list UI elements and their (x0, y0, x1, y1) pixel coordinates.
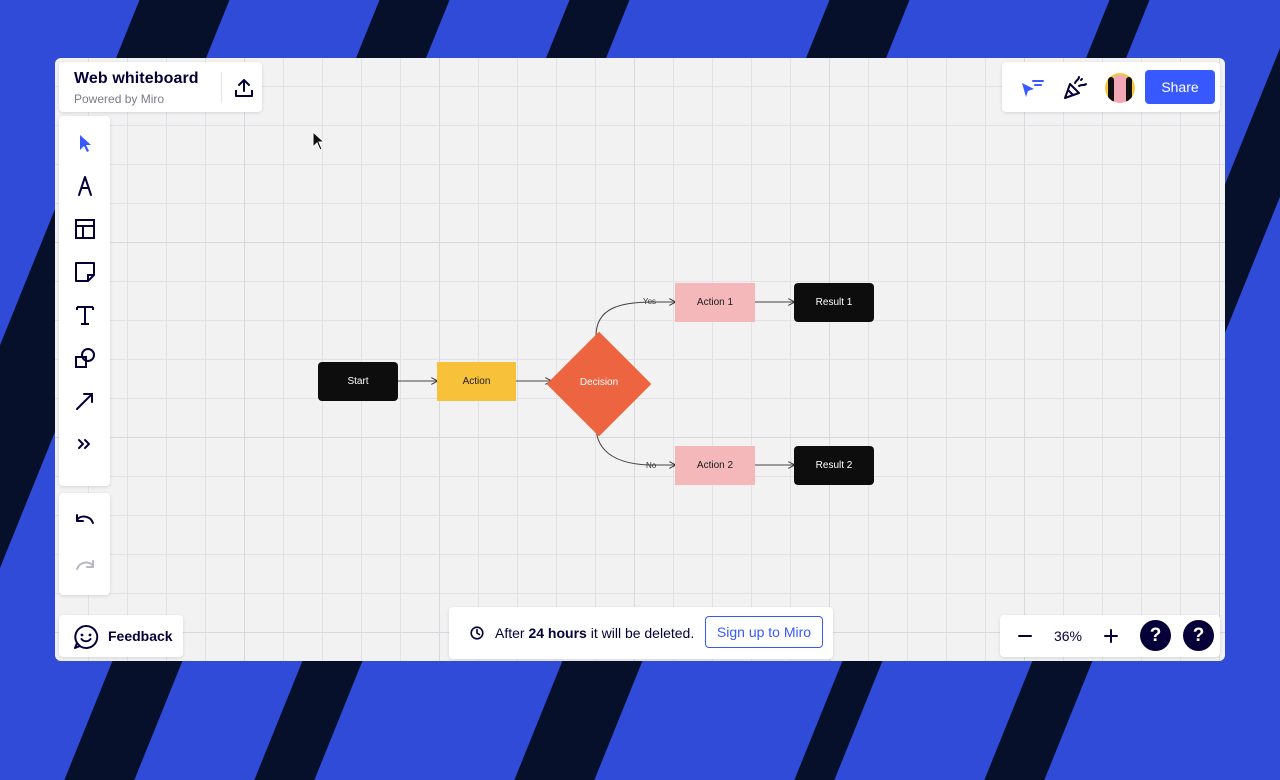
powered-by-label: Powered by Miro (74, 92, 165, 106)
celebrate-button[interactable] (1058, 71, 1092, 105)
flow-node-action-2[interactable]: Action 2 (675, 446, 755, 485)
minus-icon (1018, 635, 1032, 637)
board-title-panel: Web whiteboard Powered by Miro (59, 62, 262, 112)
flow-node-decision[interactable]: Decision (546, 331, 652, 437)
template-layout-icon (75, 219, 95, 239)
tool-more-button[interactable] (67, 426, 103, 462)
tool-shapes-button[interactable] (67, 340, 103, 376)
sticky-note-icon (75, 262, 95, 282)
party-popper-icon (1064, 76, 1087, 99)
feedback-button[interactable]: Feedback (59, 615, 183, 657)
decision-label: Decision (579, 377, 619, 388)
flow-node-action-1[interactable]: Action 1 (675, 283, 755, 322)
avatar-face (1111, 75, 1129, 103)
flow-node-action[interactable]: Action (437, 362, 516, 401)
history-panel (59, 493, 110, 595)
cursor-arrow-icon (80, 135, 91, 152)
flow-node-result-1[interactable]: Result 1 (794, 283, 874, 322)
redo-icon (76, 560, 94, 570)
tool-sticky-note-button[interactable] (67, 254, 103, 290)
user-avatar[interactable] (1105, 73, 1135, 103)
shapes-icon (75, 348, 95, 368)
double-chevron-right-icon (78, 439, 90, 449)
redo-button[interactable] (67, 549, 103, 585)
cursor-filter-icon (1022, 80, 1044, 97)
tool-select-button[interactable] (67, 125, 103, 161)
top-right-panel: Share (1002, 62, 1220, 112)
board-title[interactable]: Web whiteboard (74, 70, 199, 87)
tool-pen-button[interactable] (67, 168, 103, 204)
mouse-pointer-icon (312, 131, 326, 151)
plus-icon (1104, 629, 1118, 643)
share-button[interactable]: Share (1145, 70, 1215, 104)
connector-decision-yes (595, 302, 675, 337)
avatar-hair (1126, 77, 1132, 103)
smiley-chat-icon (74, 624, 99, 649)
avatar-hair (1108, 77, 1114, 103)
tool-arrow-button[interactable] (67, 383, 103, 419)
flow-node-result-2[interactable]: Result 2 (794, 446, 874, 485)
pen-icon (78, 176, 92, 196)
expiry-notice: After 24 hours it will be deleted. Sign … (449, 607, 833, 659)
export-button[interactable] (227, 72, 261, 104)
text-icon (76, 306, 94, 325)
connector-decision-no (595, 425, 675, 465)
clock-icon (470, 626, 484, 640)
divider (221, 72, 222, 102)
zoom-panel: 36% ? ? (1000, 615, 1220, 657)
flowchart-connectors (398, 58, 1225, 661)
sign-up-button[interactable]: Sign up to Miro (705, 616, 823, 648)
follow-cursor-button[interactable] (1015, 71, 1049, 105)
undo-button[interactable] (67, 503, 103, 539)
zoom-out-button[interactable] (1008, 619, 1042, 653)
zoom-in-button[interactable] (1094, 619, 1128, 653)
undo-icon (76, 514, 94, 524)
edge-label-no: No (646, 461, 657, 470)
flow-node-start[interactable]: Start (318, 362, 398, 401)
feedback-label: Feedback (108, 628, 173, 644)
zoom-level[interactable]: 36% (1053, 628, 1083, 644)
help-button[interactable]: ? (1140, 620, 1171, 651)
arrow-line-icon (76, 393, 93, 410)
upload-icon (235, 79, 253, 97)
expiry-text: After 24 hours it will be deleted. (495, 625, 695, 641)
help-button-secondary[interactable]: ? (1183, 620, 1214, 651)
tool-sidebar (59, 116, 110, 486)
tool-text-button[interactable] (67, 297, 103, 333)
edge-label-yes: Yes (643, 297, 657, 306)
tool-templates-button[interactable] (67, 211, 103, 247)
whiteboard-window[interactable]: Start Action Decision Yes No Action 1 Ac… (55, 58, 1225, 661)
